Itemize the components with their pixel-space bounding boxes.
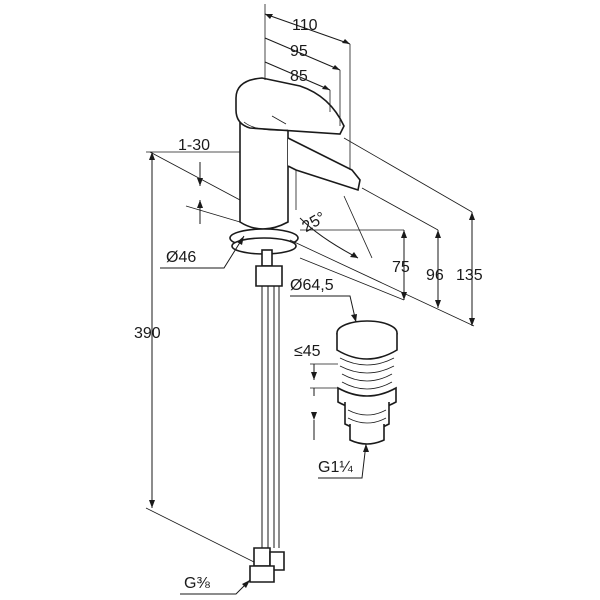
waste-valve [336, 320, 398, 445]
waste-diameter-dimension [290, 295, 357, 323]
dim-base-diameter-label: Ø46 [166, 249, 196, 266]
dim-95-label: 95 [290, 43, 308, 60]
dim-waste-thread-label: G1¼ [318, 459, 353, 476]
top-width-dimensions [264, 4, 351, 170]
dim-85-label: 85 [290, 68, 308, 85]
waste-stroke-dimension [310, 363, 338, 440]
dim-angle-label: 25° [299, 209, 328, 236]
waste-thread-callout [318, 443, 369, 479]
dim-hose-length-label: 390 [134, 325, 161, 342]
base-diameter-dimension [160, 235, 245, 269]
angle-dimension [299, 195, 373, 259]
right-height-dimensions [289, 137, 475, 327]
dim-waste-stroke-label: ≤45 [294, 343, 321, 360]
dim-135-label: 135 [456, 267, 483, 284]
lever-range-dimension [149, 151, 241, 224]
dim-hose-thread-label: G⅜ [184, 575, 210, 592]
dim-lever-range-label: 1-30 [178, 137, 210, 154]
hose-thread-callout [180, 579, 251, 595]
faucet-body [229, 77, 361, 583]
dim-96-label: 96 [426, 267, 444, 284]
dim-110-label: 110 [292, 17, 318, 34]
hose-length-dimension [145, 151, 255, 563]
dim-75-label: 75 [392, 259, 410, 276]
dim-waste-diameter-label: Ø64,5 [290, 277, 334, 294]
